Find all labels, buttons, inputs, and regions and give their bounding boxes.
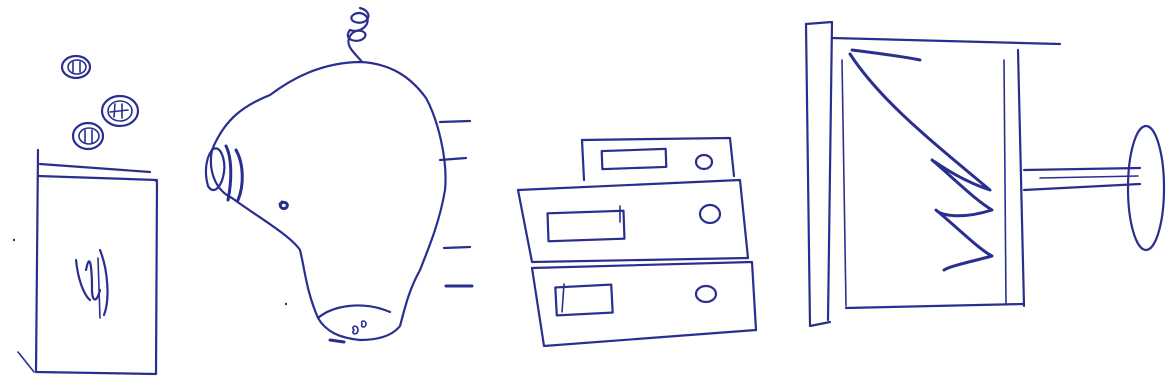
drawer-top <box>582 138 734 180</box>
piggy-bank-drawing <box>206 8 472 342</box>
filing-cabinet-drawing <box>518 138 756 346</box>
chart-line-icon <box>850 50 992 270</box>
leg-icon <box>440 121 470 122</box>
stray-mark <box>13 239 15 241</box>
eye-icon <box>280 202 287 209</box>
coin-icon <box>73 123 103 149</box>
drawer-middle <box>518 180 748 262</box>
chart-monitor-drawing <box>806 22 1164 326</box>
coin-icon <box>102 96 138 126</box>
stray-mark <box>285 303 287 305</box>
coin-jar-drawing <box>18 56 157 374</box>
leg-icon <box>444 247 470 248</box>
currency-symbol-icon <box>76 250 107 318</box>
coin-icon <box>62 56 90 78</box>
drawer-bottom <box>532 262 756 346</box>
tail-icon <box>348 8 369 62</box>
